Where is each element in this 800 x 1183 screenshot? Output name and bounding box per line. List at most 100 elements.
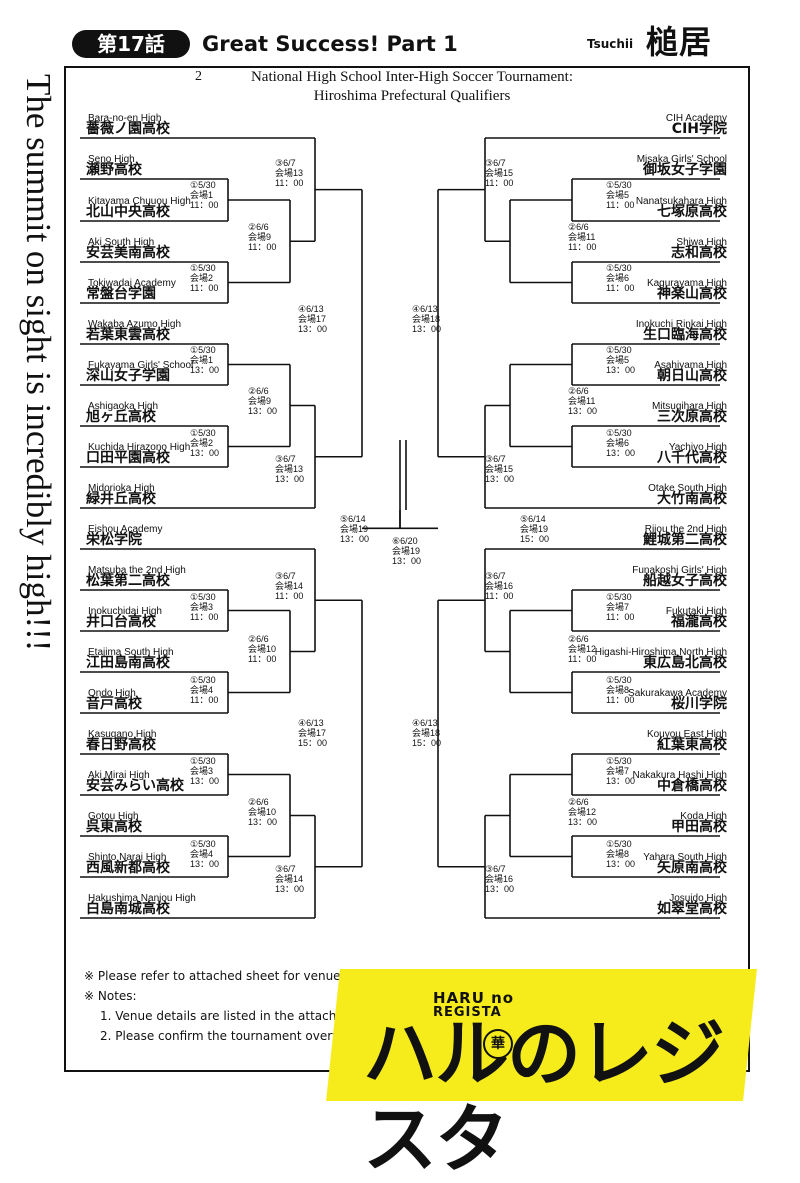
left-team-en: Aki Mirai High — [88, 770, 150, 781]
right-match-label: ①5/30 会場6 11：00 — [606, 263, 635, 293]
left-team-en: Etajima South High — [88, 647, 174, 658]
left-match-label: ③6/7 会場14 13：00 — [275, 864, 305, 894]
bracket-title-line1: National High School Inter-High Soccer T… — [250, 69, 574, 85]
left-match-label: ①5/30 会場2 11：00 — [190, 263, 219, 293]
left-team-en: Matsuba the 2nd High — [88, 565, 186, 576]
left-team-jp: 旭ヶ丘高校 — [86, 409, 156, 425]
right-match-label: ③6/7 会場15 13：00 — [485, 454, 515, 484]
right-match-label: ②6/6 会場11 13：00 — [568, 386, 598, 416]
left-team-en: Shinto Narai High — [88, 852, 167, 863]
final-match-label: ⑥6/20 会場19 13：00 — [392, 536, 422, 566]
left-team-jp: 安芸みらい高校 — [86, 778, 184, 794]
right-team-jp: 中倉橋高校 — [657, 778, 727, 794]
chapter-number: 第17話 — [97, 32, 165, 56]
chapter-badge — [72, 30, 190, 58]
left-team-jp: 常盤台学園 — [86, 286, 156, 302]
note-venue: ※ Please refer to attached sheet for ven… — [84, 969, 389, 983]
left-team-en: Seno High — [88, 154, 135, 165]
left-team-jp: 松葉第二高校 — [86, 573, 170, 589]
right-team-en: Nanatsukahara High — [635, 196, 727, 207]
right-match-label: ①5/30 会場7 11：00 — [606, 592, 635, 622]
right-team-en: Kouyou East High — [646, 729, 727, 740]
right-team-en: Otake South High — [648, 483, 727, 494]
author-name-jp: 槌居 — [646, 23, 713, 61]
right-team-en: Funakoshi Girls' High — [632, 565, 727, 576]
right-team-en: Fukutaki High — [665, 606, 727, 617]
right-match-label: ③6/7 会場15 11：00 — [485, 158, 514, 188]
right-match-label: ④6/13 会場18 15：00 — [412, 718, 442, 748]
right-team-jp: 福瀧高校 — [671, 614, 727, 630]
right-match-label: ①5/30 会場7 13：00 — [606, 756, 636, 786]
left-team-en: Tokiwadai Academy — [88, 278, 176, 289]
left-match-label: ①5/30 会場1 11：00 — [190, 180, 219, 210]
left-match-label: ②6/6 会場10 13：00 — [248, 797, 278, 827]
left-team-jp: 緑井丘高校 — [86, 491, 156, 507]
left-team-en: Kasugano High — [88, 729, 157, 740]
right-team-jp: 七塚原高校 — [657, 204, 727, 220]
left-team-en: Eishou Academy — [88, 524, 163, 535]
bracket-title-line2: Hiroshima Prefectural Qualifiers — [313, 88, 511, 104]
right-match-label: ①5/30 会場8 11：00 — [606, 675, 635, 705]
right-team-jp: 船越女子高校 — [643, 573, 727, 589]
left-team-jp: 安芸美南高校 — [86, 245, 170, 261]
left-team-jp: 江田島南高校 — [86, 655, 170, 671]
right-match-label: ①5/30 会場8 13：00 — [606, 839, 636, 869]
notes-block: ※ Please refer to attached sheet for ven… — [84, 966, 388, 1046]
right-team-en: Kagurayama High — [646, 278, 727, 289]
right-team-en: Sakurakawa Academy — [628, 688, 727, 699]
right-team-jp: 神楽山高校 — [657, 286, 727, 302]
chapter-title: Great Success! Part 1 — [202, 32, 458, 56]
right-team-en: Yahara South High — [643, 852, 727, 863]
right-team-en: Inokuchi Rinkai High — [635, 319, 727, 330]
logo-subtitle-1: HARU no — [433, 989, 515, 1007]
right-team-en: Josuido High — [669, 893, 727, 904]
left-team-jp: 若葉東雲高校 — [86, 327, 170, 343]
left-match-label: ③6/7 会場14 11：00 — [275, 571, 304, 601]
right-match-label: ①5/30 会場5 11：00 — [606, 180, 635, 210]
note-item-2: 2. Please confirm the tournament overvie — [100, 1029, 350, 1043]
left-team-jp: 薔薇ノ園高校 — [86, 121, 170, 137]
right-team-en: Rijou the 2nd High — [644, 524, 727, 535]
left-match-label: ①5/30 会場1 13：00 — [190, 345, 220, 375]
left-team-en: Fukayama Girls' School — [88, 360, 194, 371]
note-heading: ※ Notes: — [84, 989, 137, 1003]
right-team-en: Mitsugihara High — [651, 401, 727, 412]
left-match-label: ①5/30 会場4 13：00 — [190, 839, 220, 869]
left-team-jp: 呉東高校 — [86, 819, 142, 835]
logo-subtitle-2: REGISTA — [433, 1005, 502, 1020]
left-match-label: ④6/13 会場17 15：00 — [298, 718, 328, 748]
right-team-jp: 如翠堂高校 — [657, 901, 727, 917]
bracket-title: National High School Inter-High Soccer T… — [212, 68, 612, 106]
left-team-jp: 春日野高校 — [86, 737, 156, 753]
left-team-jp: 井口台高校 — [86, 614, 156, 630]
tournament-bracket — [80, 137, 720, 919]
left-team-en: Midorioka High — [88, 483, 155, 494]
right-team-en: Misaka Girls' School — [636, 154, 727, 165]
right-team-jp: 鯉城第二高校 — [643, 532, 727, 548]
right-team-en: Shiwa High — [676, 237, 727, 248]
right-match-label: ②6/6 会場11 11：00 — [568, 222, 597, 252]
right-team-jp: 矢原南高校 — [657, 860, 727, 876]
bracket-title-year: 2 — [195, 69, 202, 84]
right-team-en: Nakakura Hashi High — [632, 770, 728, 781]
left-match-label: ①5/30 会場3 13：00 — [190, 756, 220, 786]
right-team-jp: CIH学院 — [671, 121, 727, 137]
left-match-label: ③6/7 会場13 13：00 — [275, 454, 305, 484]
left-team-en: Aki South High — [88, 237, 155, 248]
right-match-label: ①5/30 会場6 13：00 — [606, 428, 636, 458]
left-match-label: ⑤6/14 会場19 13：00 — [340, 514, 370, 544]
logo-emblem: 華 — [483, 1029, 513, 1059]
right-match-label: ②6/6 会場12 13：00 — [568, 797, 598, 827]
right-team-jp: 御坂女子学園 — [643, 162, 727, 178]
right-match-label: ④6/13 会場18 13：00 — [412, 304, 442, 334]
right-team-jp: 朝日山高校 — [657, 368, 727, 384]
left-team-jp: 音戸高校 — [86, 696, 142, 712]
left-team-en: Hakushima Nanjou High — [88, 893, 196, 904]
left-match-label: ②6/6 会場9 13：00 — [248, 386, 278, 416]
left-team-en: Ondo High — [88, 688, 136, 699]
right-team-en: Koda High — [680, 811, 727, 822]
series-logo: HARU no REGISTA ハルのレジスタ 華 — [326, 969, 757, 1183]
left-match-label: ②6/6 会場10 11：00 — [248, 634, 277, 664]
note-item-1: 1. Venue details are listed in the attac… — [100, 1009, 356, 1023]
right-team-en: CIH Academy — [665, 113, 727, 124]
